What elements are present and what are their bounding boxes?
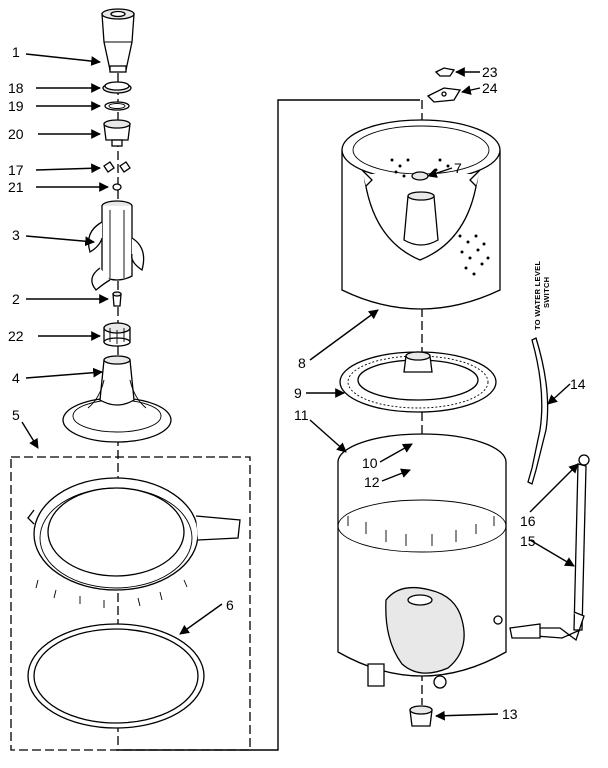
callout-12: 12: [364, 474, 380, 490]
callout-10: 10: [362, 455, 378, 471]
callout-20: 20: [8, 126, 24, 142]
callout-18: 18: [8, 80, 24, 96]
callout-4: 4: [12, 370, 20, 386]
callout-23: 23: [482, 64, 498, 80]
callout-19: 19: [8, 98, 24, 114]
part-4-agitator-base: [62, 355, 172, 443]
callout-14: 14: [570, 376, 586, 392]
callout-7: 7: [454, 160, 462, 176]
part-14-hose: [527, 337, 549, 485]
callout-1: 1: [12, 44, 20, 60]
part-23-clip: [434, 67, 456, 77]
callout-24: 24: [482, 80, 498, 96]
part-24-bracket: [426, 87, 462, 103]
leader-lines: [21, 53, 579, 721]
callout-9: 9: [294, 385, 302, 401]
part-5-group-box: [10, 456, 251, 751]
callout-6: 6: [226, 597, 234, 613]
part-8-basket: [341, 119, 501, 310]
part-11-outer-tub: [337, 433, 507, 689]
tub-assembly: [337, 67, 590, 727]
part-15-drain-hose: [509, 463, 587, 642]
agitator-assembly: [62, 8, 172, 748]
part-16-clamp: [578, 454, 590, 466]
side-note-line-2: SWITCH: [542, 277, 551, 308]
part-22-drive-block: [103, 322, 131, 347]
callout-17: 17: [8, 162, 24, 178]
part-18-cap-seal: [102, 81, 132, 94]
callout-labels: 1 18 19 20 17 21 3 2 22 4 5 6 23 24 7 8 …: [8, 44, 586, 722]
part-13-cap: [409, 705, 433, 727]
callout-3: 3: [12, 227, 20, 243]
part-17-dogs: [103, 161, 131, 173]
tub-ring: [27, 477, 241, 608]
callout-21: 21: [8, 179, 24, 195]
side-note-line-1: TO WATER LEVEL: [533, 261, 542, 330]
part-9-hub-ring: [339, 351, 497, 413]
part-20-cam: [103, 119, 131, 147]
callout-2: 2: [12, 291, 20, 307]
part-1-cap: [101, 8, 135, 73]
callout-15: 15: [520, 533, 536, 549]
part-2-bolt: [112, 291, 122, 307]
callout-16: 16: [520, 513, 536, 529]
callout-13: 13: [502, 706, 518, 722]
water-level-switch-note: TO WATER LEVEL SWITCH: [533, 261, 551, 330]
callout-8: 8: [298, 355, 306, 371]
callout-5: 5: [12, 407, 20, 423]
connector-line: [116, 99, 420, 751]
part-3-agitator: [87, 200, 145, 291]
callout-11: 11: [294, 407, 309, 423]
part-21-washer: [112, 183, 122, 191]
part-6-gasket: [27, 623, 205, 729]
callout-22: 22: [8, 328, 24, 344]
